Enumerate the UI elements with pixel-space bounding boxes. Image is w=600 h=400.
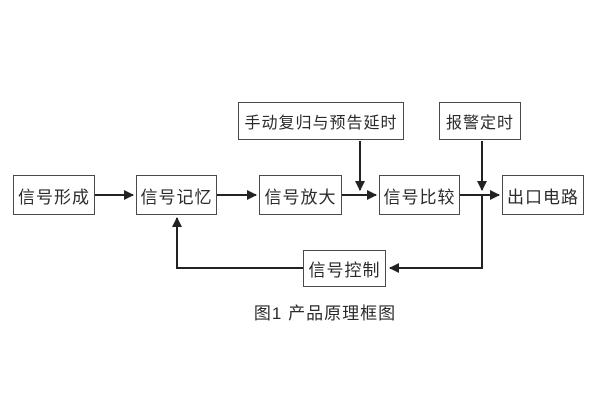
node-output-circuit: 出口电路 bbox=[502, 175, 584, 215]
edge-junction-to-control bbox=[389, 195, 483, 273]
node-manual-reset-delay: 手动复归与预告延时 bbox=[238, 102, 404, 140]
node-signal-memory: 信号记忆 bbox=[136, 175, 217, 215]
node-signal-formation: 信号形成 bbox=[13, 175, 95, 215]
node-signal-compare: 信号比较 bbox=[379, 175, 460, 215]
figure-caption: 图1 产品原理框图 bbox=[253, 304, 397, 323]
edge-control-to-memory bbox=[172, 217, 303, 269]
node-alarm-timing: 报警定时 bbox=[439, 102, 521, 140]
node-signal-amplify: 信号放大 bbox=[259, 175, 342, 215]
node-signal-control: 信号控制 bbox=[303, 250, 386, 287]
